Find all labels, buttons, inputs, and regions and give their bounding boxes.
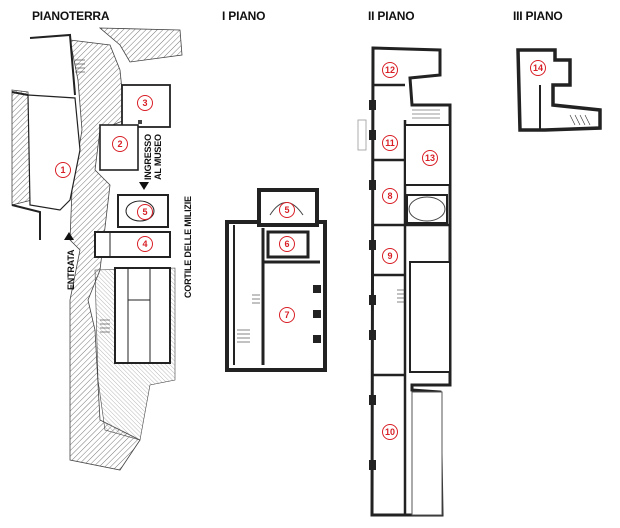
- room-marker-2: 2: [112, 136, 128, 152]
- room-marker-7: 7: [279, 307, 295, 323]
- room-marker-11: 11: [382, 135, 398, 151]
- ground-hatched-central-mass: [69, 39, 141, 471]
- third-outer-wall: [516, 48, 602, 132]
- floor-title-first: I PIANO: [222, 9, 266, 23]
- entrance-label: ENTRATA: [66, 249, 76, 290]
- room-marker-1: 1: [55, 162, 71, 178]
- room-marker-9: 9: [382, 248, 398, 264]
- second-large-room: [409, 261, 451, 373]
- floor-title-third: III PIANO: [513, 9, 563, 23]
- room-marker-6: 6: [279, 236, 295, 252]
- ground-room-1-outline: [27, 94, 81, 211]
- courtyard-label: CORTILE DELLE MILIZIE: [183, 196, 193, 298]
- room-marker-12: 12: [382, 62, 398, 78]
- floor-title-second: II PIANO: [368, 9, 415, 23]
- entrance-arrow-icon: [64, 232, 74, 240]
- floor-title-ground: PIANOTERRA: [32, 9, 110, 23]
- third-floor-plan: [516, 48, 602, 132]
- museum-entrance-label: INGRESSO AL MUSEO: [143, 134, 163, 180]
- room-marker-3: 3: [137, 95, 153, 111]
- room-marker-13: 13: [422, 150, 438, 166]
- ground-floor-plan: [11, 27, 183, 471]
- room-marker-8: 8: [382, 188, 398, 204]
- room-marker-10: 10: [382, 424, 398, 440]
- museum-entrance-arrow-icon: [139, 182, 149, 190]
- ground-hatched-top: [98, 27, 183, 63]
- room-marker-5-ground: 5: [137, 204, 153, 220]
- first-floor-plan: [225, 188, 327, 372]
- ground-left-wall: [11, 91, 41, 240]
- room-marker-5-first: 5: [279, 202, 295, 218]
- ground-top-wall: [29, 33, 76, 96]
- room-marker-14: 14: [530, 60, 546, 76]
- room-marker-4: 4: [137, 236, 153, 252]
- ground-lower-building: [114, 267, 171, 364]
- second-floor-plan: [357, 46, 452, 517]
- ground-room-4-outline: [94, 231, 171, 258]
